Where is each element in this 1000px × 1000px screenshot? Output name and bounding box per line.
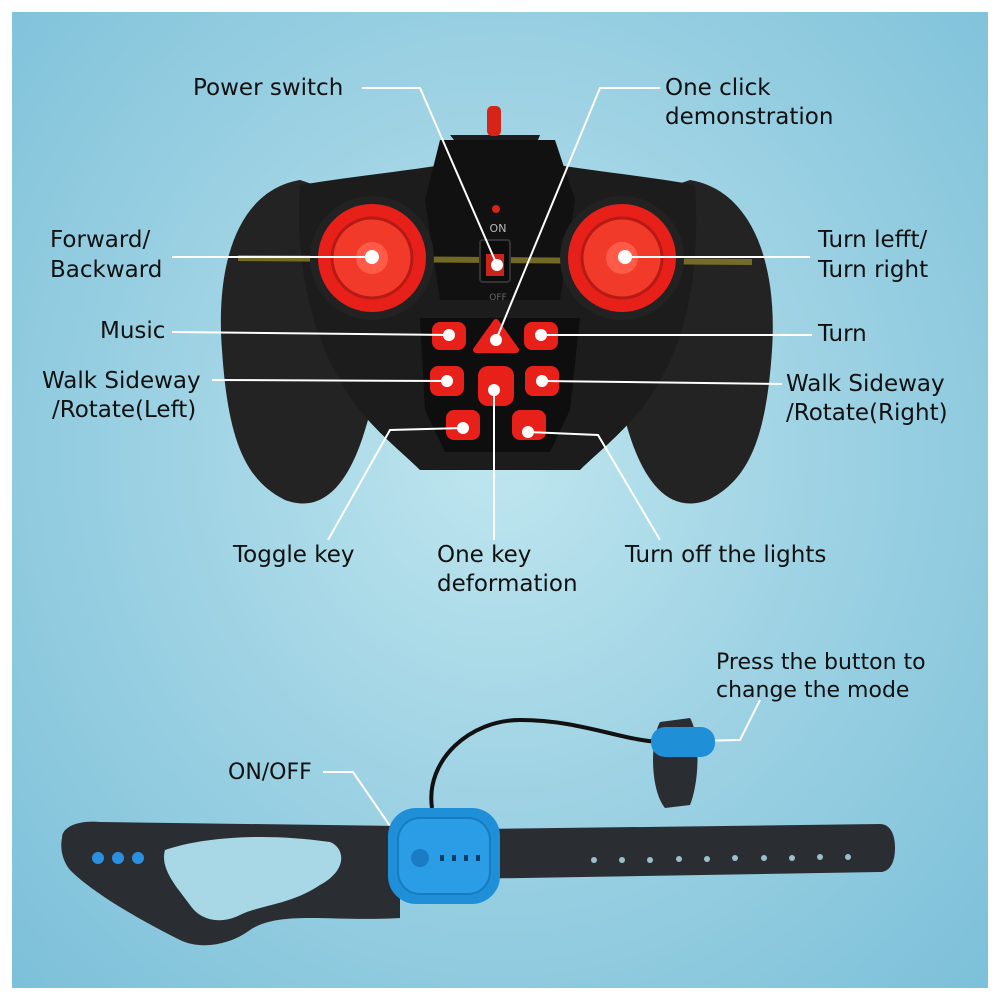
label-one-click-demo-line2: demonstration — [665, 104, 834, 130]
label-walk-right-line1: Walk Sideway — [786, 371, 945, 397]
callout-dots — [365, 250, 696, 864]
strap-hole — [164, 836, 342, 921]
strap-right — [400, 824, 895, 880]
toggle-line — [327, 427, 464, 541]
label-music: Music — [100, 318, 166, 344]
label-mode-button-line1: Press the button to — [716, 650, 926, 675]
antenna — [487, 106, 501, 136]
label-one-click-demo-line1: One click — [665, 75, 771, 101]
strap-holes — [591, 854, 851, 863]
music-line — [171, 331, 450, 336]
mode-button-module — [651, 727, 715, 757]
label-walk-right-line2: /Rotate(Right) — [786, 400, 948, 426]
strap-studs — [92, 852, 144, 864]
label-forward-line2: Backward — [50, 257, 163, 283]
label-deformation-line1: One key — [437, 542, 532, 568]
power-switch-line — [362, 87, 498, 266]
label-walk-left-line2: /Rotate(Left) — [52, 397, 197, 423]
label-on-off: ON/OFF — [228, 760, 312, 785]
lights-line — [527, 431, 661, 541]
demo-line — [495, 87, 660, 341]
cable — [429, 717, 661, 809]
switch-off-mark: OFF — [489, 293, 506, 303]
label-turn-lr-line2: Turn right — [818, 257, 929, 283]
walk-right-line — [541, 380, 783, 385]
switch-on-mark: ON — [490, 222, 507, 235]
label-power-switch: Power switch — [193, 75, 344, 101]
walk-left-line — [211, 379, 448, 382]
power-button — [411, 849, 429, 867]
label-toggle-key: Toggle key — [233, 542, 355, 568]
wristband — [61, 717, 895, 946]
label-turn: Turn — [818, 321, 867, 347]
label-lights-off: Turn off the lights — [625, 542, 827, 568]
label-forward-line1: Forward/ — [50, 227, 151, 253]
label-turn-lr-line1: Turn lefft/ — [818, 227, 928, 253]
label-walk-left-line1: Walk Sideway — [42, 368, 201, 394]
label-deformation-line2: deformation — [437, 571, 578, 597]
remote-controller: ON OFF — [220, 106, 773, 504]
indicator-dots — [440, 855, 480, 861]
label-mode-button-line2: change the mode — [716, 678, 910, 703]
